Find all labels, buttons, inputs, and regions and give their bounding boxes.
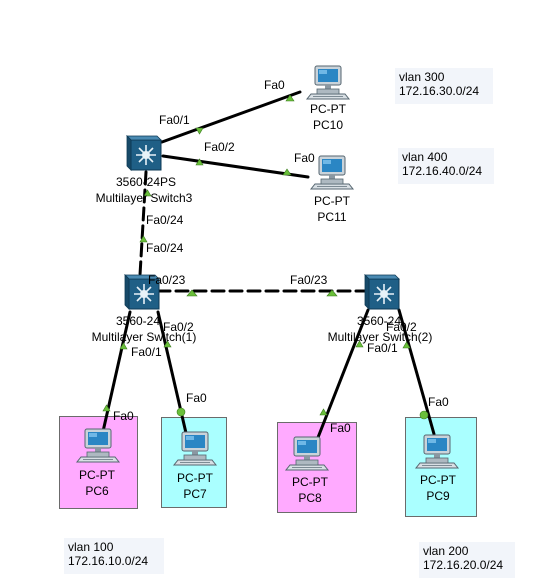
- link-light-sw2-left: [326, 289, 338, 297]
- link-sw1-pc6: [100, 310, 132, 438]
- port-label-sw1-fa02: Fa0/2: [163, 320, 194, 334]
- link-light-sw3-pc11: [195, 158, 204, 166]
- link-light-pc10: [285, 94, 295, 102]
- vlan400-subnet: 172.16.40.0/24: [402, 164, 483, 178]
- port-label-sw3-fa01: Fa0/1: [159, 113, 190, 127]
- vlan100-subnet: 172.16.10.0/24: [68, 554, 149, 568]
- link-light-sw1-pc7: [163, 340, 172, 348]
- link-light-pc8: [319, 408, 328, 416]
- port-label-pc11: Fa0: [294, 151, 315, 165]
- link-light-pc9: [419, 410, 429, 420]
- pc6-type: PC-PT: [79, 468, 116, 482]
- switch2-model: 3560-24: [357, 314, 401, 328]
- vlan300-name: vlan 300: [399, 70, 445, 84]
- vlan400-name: vlan 400: [402, 150, 448, 164]
- pc9-type: PC-PT: [420, 473, 457, 487]
- link-light-sw1-right: [186, 289, 198, 297]
- port-label-sw1-fa024: Fa0/24: [146, 241, 184, 255]
- port-label-pc10: Fa0: [264, 78, 285, 92]
- port-label-pc8: Fa0: [330, 421, 351, 435]
- pc-icon: [76, 428, 120, 463]
- pc7-type: PC-PT: [177, 471, 214, 485]
- pc11-type: PC-PT: [314, 194, 351, 208]
- vlan200-name: vlan 200: [423, 544, 469, 558]
- link-light-sw1-pc6: [119, 342, 128, 350]
- pc-icon: [310, 155, 354, 190]
- port-label-pc9: Fa0: [428, 395, 449, 409]
- vlan400-label: vlan 400 172.16.40.0/24: [398, 148, 494, 184]
- vlan100-label: vlan 100 172.16.10.0/24: [64, 538, 164, 574]
- pc10-name: PC10: [313, 118, 343, 132]
- pc8-name: PC8: [298, 491, 322, 505]
- multilayer-switch-icon: [126, 135, 162, 171]
- link-light-pc6: [102, 404, 111, 412]
- pc6[interactable]: [76, 428, 120, 463]
- multilayer-switch-icon: [364, 274, 400, 310]
- pc-icon: [173, 431, 217, 466]
- pc-icon: [306, 65, 350, 100]
- pc-icon: [285, 436, 329, 471]
- link-light-sw2-pc9: [402, 341, 411, 349]
- port-label-sw1-fa023: Fa0/23: [148, 273, 186, 287]
- multilayer-switch2[interactable]: [364, 274, 400, 310]
- vlan200-label: vlan 200 172.16.20.0/24: [419, 542, 515, 578]
- switch1-name: Multilayer Switch(1): [92, 330, 197, 344]
- link-light-sw3-down: [143, 189, 152, 197]
- pc8[interactable]: [285, 436, 329, 471]
- pc9-name: PC9: [426, 489, 450, 503]
- link-sw3-sw1: [138, 170, 148, 277]
- link-light-pc7: [176, 407, 186, 417]
- link-sw3-pc10: [160, 90, 302, 144]
- vlan300-label: vlan 300 172.16.30.0/24: [395, 68, 493, 104]
- link-sw2-pc8: [315, 308, 370, 442]
- pc9[interactable]: [415, 434, 459, 469]
- switch1-model: 3560-24: [116, 314, 160, 328]
- port-label-pc7: Fa0: [186, 391, 207, 405]
- pc6-name: PC6: [85, 484, 109, 498]
- switch3-model: 3560-24PS: [116, 175, 176, 189]
- port-label-sw2-fa01: Fa0/1: [367, 341, 398, 355]
- link-light-pc11: [282, 168, 292, 176]
- pc-icon: [415, 434, 459, 469]
- pc11-name: PC11: [317, 210, 346, 224]
- multilayer-switch3[interactable]: [126, 135, 162, 171]
- pc10[interactable]: [306, 65, 350, 100]
- switch3-name: Multilayer Switch3: [96, 191, 193, 205]
- pc10-type: PC-PT: [310, 102, 347, 116]
- pc7-name: PC7: [183, 487, 207, 501]
- link-light-sw1-up: [139, 235, 148, 243]
- pc7[interactable]: [173, 431, 217, 466]
- port-label-pc6: Fa0: [113, 409, 134, 423]
- link-sw2-pc9: [397, 308, 436, 436]
- link-light-sw3-pc10: [195, 127, 204, 135]
- port-label-sw2-fa02: Fa0/2: [386, 320, 417, 334]
- vlan300-subnet: 172.16.30.0/24: [399, 84, 480, 98]
- switch2-name: Multilayer Switch(2): [328, 330, 433, 344]
- vlan100-name: vlan 100: [68, 540, 114, 554]
- link-light-sw2-pc8: [355, 340, 364, 348]
- pc8-type: PC-PT: [292, 475, 329, 489]
- vlan200-subnet: 172.16.20.0/24: [423, 558, 504, 572]
- port-label-sw3-fa024: Fa0/24: [146, 213, 184, 227]
- pc11[interactable]: [310, 155, 354, 190]
- port-label-sw3-fa02: Fa0/2: [204, 140, 235, 154]
- port-label-sw1-fa01: Fa0/1: [131, 345, 162, 359]
- port-label-sw2-fa023: Fa0/23: [290, 273, 328, 287]
